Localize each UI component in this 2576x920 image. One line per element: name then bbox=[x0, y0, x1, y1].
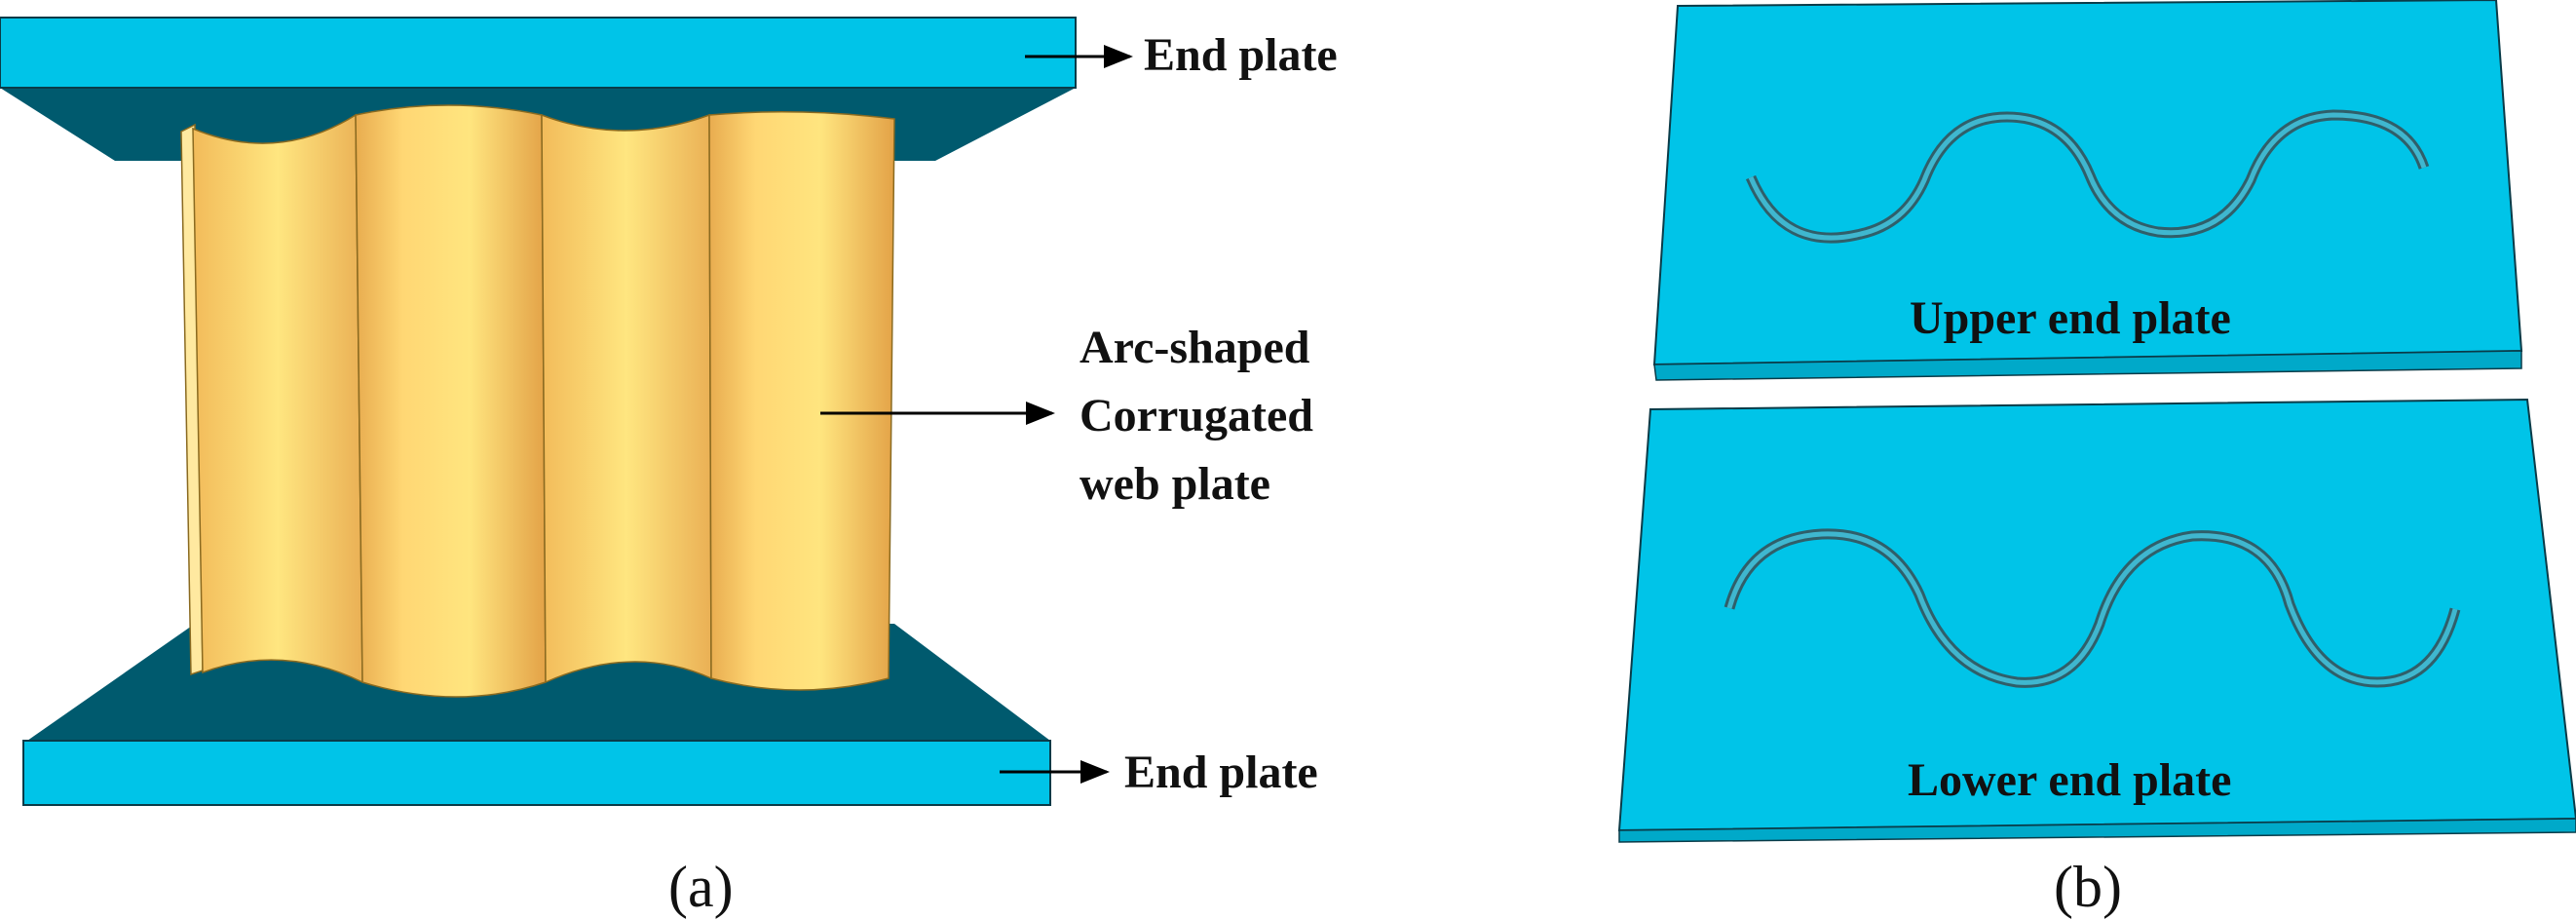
lower-plate-edge bbox=[1618, 818, 2576, 843]
web-segment-3 bbox=[541, 113, 712, 684]
upper-end-plate: Upper end plate bbox=[1652, 0, 2523, 381]
upper-plate-groove-inner bbox=[1748, 112, 2427, 241]
corrugated-web-plate bbox=[180, 104, 895, 698]
bottom-plate-label: End plate bbox=[1124, 747, 1318, 798]
panel-b: Upper end plate Lower end plate (b) bbox=[1617, 0, 2576, 919]
web-segment-1 bbox=[192, 113, 363, 684]
web-label-line-2: Corrugated bbox=[1080, 390, 1313, 441]
web-segment-4 bbox=[708, 111, 895, 691]
web-label-line-3: web plate bbox=[1080, 458, 1270, 510]
top-plate-label: End plate bbox=[1144, 29, 1338, 81]
upper-plate-label: Upper end plate bbox=[1910, 292, 2231, 344]
bottom-plate-face bbox=[22, 740, 1051, 806]
top-plate-face bbox=[0, 17, 1077, 89]
panel-a: End plate Arc-shaped Corrugated web plat… bbox=[0, 17, 1338, 919]
lower-plate-groove-inner bbox=[1726, 531, 2458, 685]
upper-plate-edge bbox=[1653, 350, 2522, 381]
lower-end-plate: Lower end plate bbox=[1617, 398, 2576, 843]
panel-b-caption: (b) bbox=[2054, 855, 2122, 919]
web-label-line-1: Arc-shaped bbox=[1080, 322, 1310, 373]
web-segment-2 bbox=[355, 104, 547, 698]
panel-a-caption: (a) bbox=[668, 855, 734, 919]
lower-plate-label: Lower end plate bbox=[1908, 754, 2231, 806]
